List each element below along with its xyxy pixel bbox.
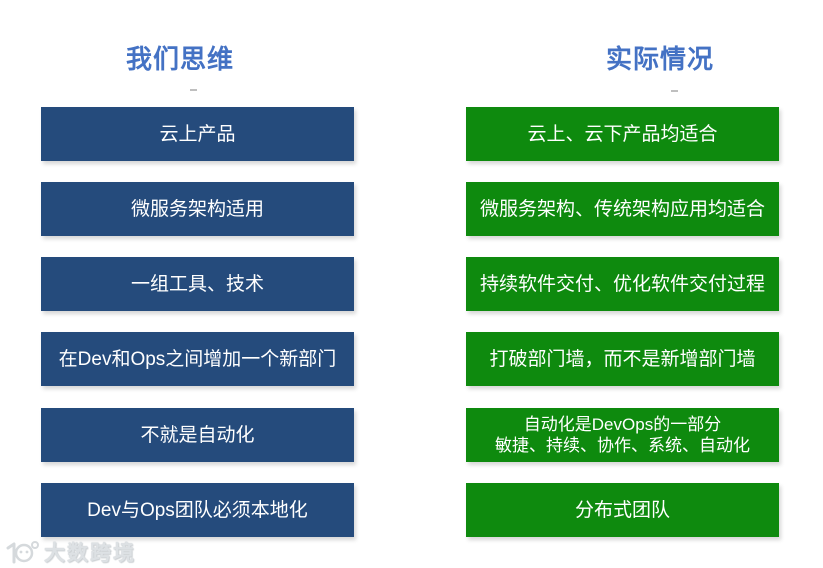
belief-box-5: 不就是自动化 [41, 408, 354, 462]
reality-box-6: 分布式团队 [466, 483, 779, 537]
reality-box-2: 微服务架构、传统架构应用均适合 [466, 182, 779, 236]
reality-box-4-label: 打破部门墙，而不是新增部门墙 [489, 348, 756, 370]
reality-box-5: 自动化是DevOps的一部分 敏捷、持续、协作、系统、自动化 [466, 408, 779, 462]
reality-box-6-label: 分布式团队 [574, 499, 670, 521]
right-title-dash [671, 90, 678, 92]
reality-box-1: 云上、云下产品均适合 [466, 107, 779, 161]
belief-box-6-label: Dev与Ops团队必须本地化 [87, 499, 308, 521]
watermark-text: 大数跨境 [44, 542, 136, 565]
reality-box-1-label: 云上、云下产品均适合 [527, 123, 718, 145]
watermark: 大数跨境 [4, 537, 136, 567]
reality-box-2-label: 微服务架构、传统架构应用均适合 [479, 198, 765, 220]
right-column-title: 实际情况 [605, 44, 714, 74]
belief-box-1-label: 云上产品 [159, 123, 236, 145]
reality-box-5-label: 自动化是DevOps的一部分 敏捷、持续、协作、系统、自动化 [495, 415, 750, 455]
reality-box-4: 打破部门墙，而不是新增部门墙 [466, 332, 779, 386]
belief-box-1: 云上产品 [41, 107, 354, 161]
belief-box-3: 一组工具、技术 [41, 257, 354, 311]
belief-box-6: Dev与Ops团队必须本地化 [41, 483, 354, 537]
belief-box-4: 在Dev和Ops之间增加一个新部门 [41, 332, 354, 386]
reality-box-3-label: 持续软件交付、优化软件交付过程 [479, 273, 765, 295]
belief-box-2: 微服务架构适用 [41, 182, 354, 236]
belief-box-4-label: 在Dev和Ops之间增加一个新部门 [58, 348, 337, 370]
reality-box-3: 持续软件交付、优化软件交付过程 [466, 257, 779, 311]
dashu-kuajing-logo-icon [6, 540, 39, 563]
left-title-dash [190, 89, 197, 91]
belief-box-3-label: 一组工具、技术 [130, 273, 264, 295]
left-column-title: 我们思维 [125, 44, 234, 74]
belief-box-2-label: 微服务架构适用 [130, 198, 264, 220]
belief-box-5-label: 不就是自动化 [140, 424, 255, 446]
